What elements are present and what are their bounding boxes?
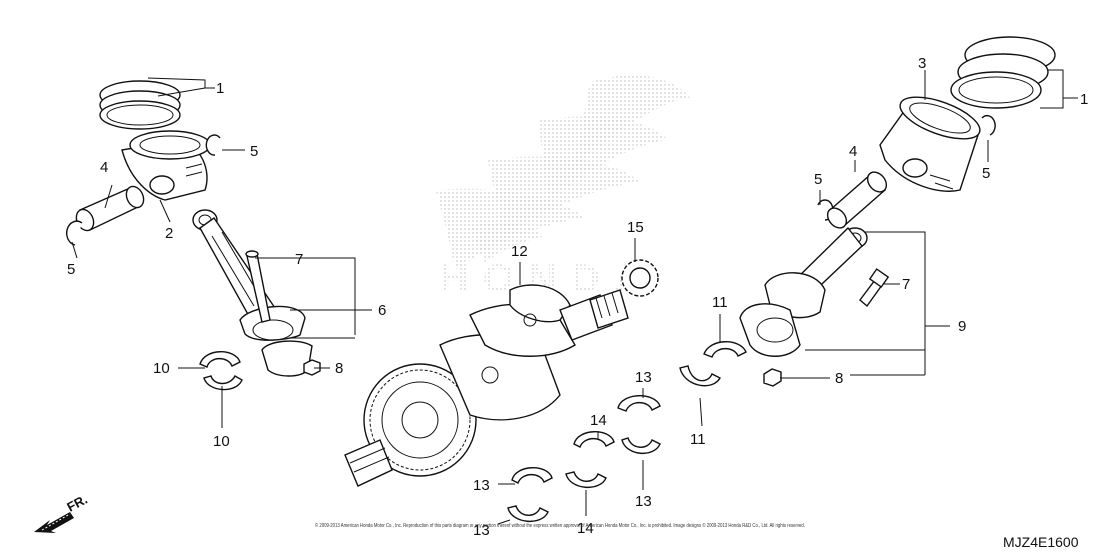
main-bearing-14a bbox=[573, 431, 615, 448]
connecting-rod-left bbox=[192, 209, 306, 341]
main-bearing-14b bbox=[565, 471, 607, 488]
callout-11-upper: 11 bbox=[712, 294, 728, 311]
rod-bearing-right-lower bbox=[679, 365, 721, 387]
callout-2: 2 bbox=[165, 225, 173, 242]
crankshaft bbox=[344, 284, 629, 487]
front-arrow-icon bbox=[34, 512, 74, 533]
callout-11-lower: 11 bbox=[690, 431, 706, 448]
callout-9: 9 bbox=[958, 318, 966, 335]
front-label: FR. bbox=[64, 492, 90, 515]
callout-13-c: 13 bbox=[635, 493, 652, 510]
diagram-code: MJZ4E1600 bbox=[1003, 534, 1079, 550]
callout-8-left: 8 bbox=[335, 360, 343, 377]
main-bearing-13d bbox=[507, 505, 549, 522]
clip-left-upper bbox=[205, 134, 221, 156]
callout-13-a: 13 bbox=[635, 369, 652, 386]
piston-pin-left bbox=[75, 185, 145, 232]
leader-lines bbox=[71, 69, 1078, 525]
callout-5-right-lower: 5 bbox=[814, 171, 822, 188]
callout-8-right: 8 bbox=[835, 370, 843, 387]
callout-13-d: 13 bbox=[473, 522, 490, 539]
cam-chain-sprocket bbox=[621, 259, 659, 297]
rod-bearing-left-upper bbox=[199, 351, 241, 368]
callout-1-left: 1 bbox=[216, 80, 224, 97]
callout-5-right-upper: 5 bbox=[982, 165, 990, 182]
connecting-rod-right bbox=[739, 226, 868, 357]
rod-bolt-right bbox=[859, 268, 890, 308]
main-bearing-13c bbox=[511, 467, 553, 484]
rod-bearing-right-upper bbox=[703, 341, 747, 358]
rod-nut-right bbox=[763, 368, 782, 387]
callout-13-b: 13 bbox=[473, 477, 490, 494]
callout-4-right: 4 bbox=[849, 143, 857, 160]
callout-1-right: 1 bbox=[1080, 91, 1088, 108]
clip-left-lower bbox=[66, 220, 83, 246]
clip-right-upper bbox=[981, 114, 996, 136]
callout-5-left-upper: 5 bbox=[250, 143, 258, 160]
piston-left bbox=[121, 130, 211, 201]
rod-bolt-left bbox=[245, 250, 271, 323]
main-bearing-13a bbox=[617, 395, 661, 412]
callout-10-upper: 10 bbox=[153, 360, 170, 377]
callout-15: 15 bbox=[627, 219, 644, 236]
piston-rings-right bbox=[950, 36, 1056, 109]
callout-7-left: 7 bbox=[295, 251, 303, 268]
piston-right bbox=[879, 96, 981, 192]
callout-14-b: 14 bbox=[577, 520, 594, 537]
copyright-notice: © 2009-2013 American Honda Motor Co., In… bbox=[315, 522, 805, 529]
callout-6: 6 bbox=[378, 302, 386, 319]
rod-nut-left bbox=[303, 359, 321, 376]
callout-7-right: 7 bbox=[902, 276, 910, 293]
callout-10-lower: 10 bbox=[213, 433, 230, 450]
piston-pin-right bbox=[826, 171, 888, 229]
main-bearing-13b bbox=[621, 437, 661, 454]
piston-rings-left bbox=[99, 80, 181, 130]
rod-bearing-left-lower bbox=[203, 375, 243, 391]
callout-14-a: 14 bbox=[590, 412, 607, 429]
callout-12: 12 bbox=[511, 243, 528, 260]
callout-4-left: 4 bbox=[100, 159, 108, 176]
callout-5-left-lower: 5 bbox=[67, 261, 75, 278]
honda-wing-watermark: HONDA bbox=[436, 75, 690, 301]
callout-3: 3 bbox=[918, 55, 926, 72]
